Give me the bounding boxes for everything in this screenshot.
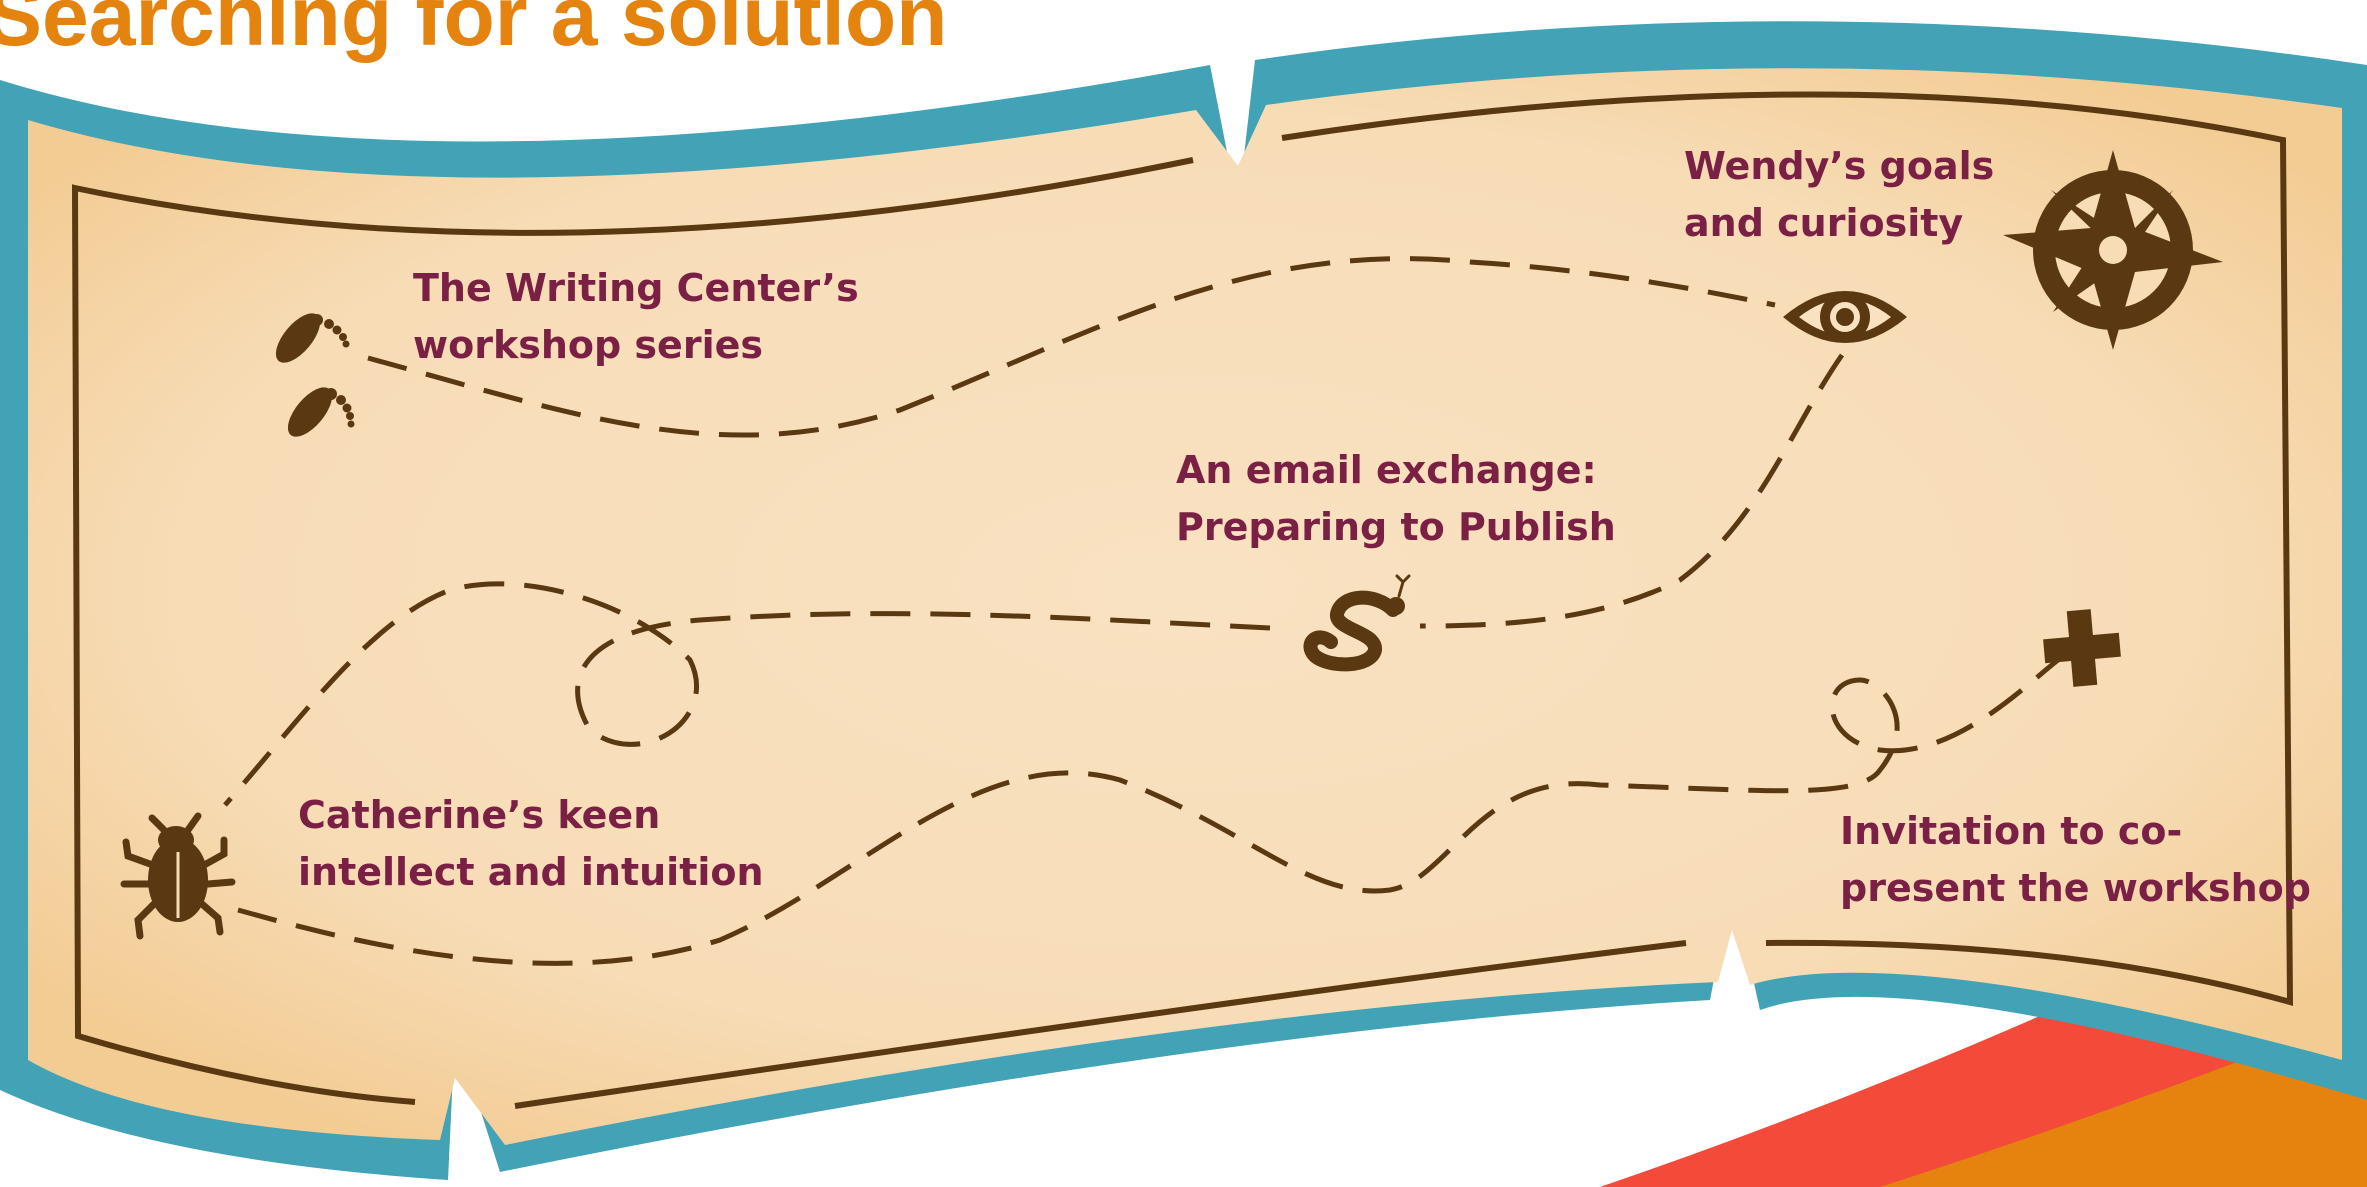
trail-segment-1 <box>367 256 1776 438</box>
x-mark-icon <box>2043 609 2121 687</box>
bug-icon <box>120 812 236 940</box>
eye-icon <box>1783 291 1907 343</box>
label-email-exchange: An email exchange: Preparing to Publish <box>1176 442 1616 556</box>
compass-icon <box>2003 150 2223 350</box>
trail-segment-4 <box>237 652 2067 966</box>
label-line: Preparing to Publish <box>1176 505 1616 549</box>
label-line: Wendy’s goals <box>1684 144 1995 188</box>
label-line: The Writing Center’s <box>413 266 859 310</box>
trail-segment-2 <box>1419 353 1845 629</box>
corner-swoosh-orange <box>1880 1010 2367 1187</box>
label-goals-curiosity: Wendy’s goals and curiosity <box>1684 138 1994 252</box>
label-co-present-invitation: Invitation to co- present the workshop <box>1840 803 2311 917</box>
slide-title: Searching for a solution <box>0 0 948 63</box>
footprints-icon <box>275 313 355 437</box>
label-keen-intellect: Catherine’s keen intellect and intuition <box>298 787 764 901</box>
map-border-left <box>71 157 1194 1105</box>
label-line: intellect and intuition <box>298 850 764 894</box>
label-line: An email exchange: <box>1176 448 1597 492</box>
trail <box>223 256 2067 966</box>
map-border-bottom <box>514 940 1687 1109</box>
map-parchment <box>28 68 2342 1145</box>
label-workshop-series: The Writing Center’s workshop series <box>413 260 859 374</box>
label-line: and curiosity <box>1684 201 1964 245</box>
label-line: Catherine’s keen <box>298 793 661 837</box>
snake-icon <box>1303 574 1411 672</box>
label-line: Invitation to co- <box>1840 809 2183 853</box>
map-border-right <box>1281 91 2294 1006</box>
label-line: present the workshop <box>1840 866 2311 910</box>
label-line: workshop series <box>413 323 763 367</box>
trail-segment-3 <box>223 581 1271 807</box>
